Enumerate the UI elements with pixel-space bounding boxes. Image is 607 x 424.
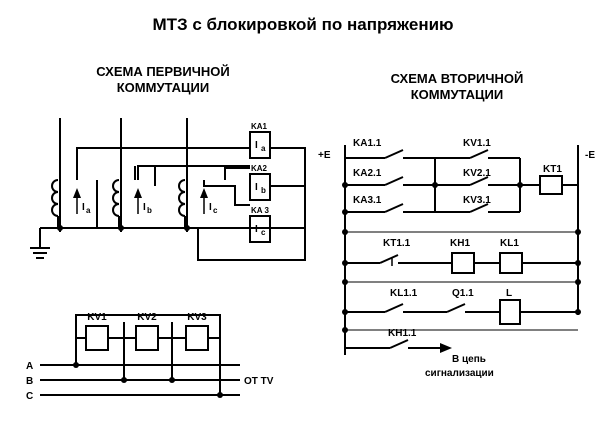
relay-ka2-sub: b	[261, 186, 266, 195]
coil-l-label: L	[506, 288, 512, 299]
phase-c-label: C	[26, 391, 33, 402]
relay-ka3-coil: I	[255, 224, 258, 235]
current-transformer-a	[51, 179, 59, 217]
contact-q1-label: Q1.1	[452, 288, 474, 299]
signal-label-line2: сигнализации	[425, 368, 494, 379]
relay-kv2-box	[135, 325, 159, 351]
contact-ka1-label: KA1.1	[353, 138, 382, 149]
coil-kt1-box	[539, 175, 563, 195]
phase-a-label: A	[26, 361, 33, 372]
relay-ka1-label: KA1	[251, 122, 268, 131]
contact-ka2-label: KA2.1	[353, 168, 382, 179]
ct-a-sub: a	[86, 206, 91, 215]
relay-ka3-label: KA 3	[251, 206, 269, 215]
relay-kv2-label: KV2	[137, 312, 157, 323]
coil-kl1-label: KL1	[500, 238, 519, 249]
secondary-heading-line2: КОММУТАЦИИ	[411, 87, 504, 102]
coil-kh1-box	[451, 252, 475, 274]
signal-label-line1: В цепь	[452, 354, 486, 365]
current-transformer-b	[112, 179, 120, 217]
contact-kv1-label: KV1.1	[463, 138, 491, 149]
coil-kl1-box	[499, 252, 523, 274]
page-title: МТЗ с блокировкой по напряжению	[152, 15, 453, 34]
relay-ka3-sub: c	[261, 228, 266, 237]
primary-conductors	[59, 118, 188, 232]
voltage-circuit	[75, 314, 221, 395]
ct-c-label: I	[209, 202, 212, 213]
relay-kv1-box	[85, 325, 109, 351]
contact-kv2-label: KV2.1	[463, 168, 491, 179]
phase-buses	[40, 364, 240, 396]
relay-ka1-coil: I	[255, 140, 258, 151]
relay-kv3-label: KV3	[187, 312, 207, 323]
contact-kl1-label: KL1.1	[390, 288, 418, 299]
relay-ka3-box	[249, 215, 271, 243]
contact-kv3-label: KV3.1	[463, 195, 491, 206]
relay-ka2-coil: I	[255, 182, 258, 193]
junction-dots	[57, 182, 581, 398]
coil-l-box	[499, 299, 521, 325]
primary-heading-line2: КОММУТАЦИИ	[117, 80, 210, 95]
contact-kh1-label: KH1.1	[388, 328, 417, 339]
relay-ka2-label: KA2	[251, 164, 268, 173]
plus-bus-label: +E	[318, 150, 331, 161]
ct-c-sub: c	[213, 206, 218, 215]
relay-ka1-box	[249, 131, 271, 159]
coil-kh1-label: KH1	[450, 238, 470, 249]
ct-a-label: I	[82, 202, 85, 213]
secondary-heading-line1: СХЕМА ВТОРИЧНОЙ	[391, 71, 524, 86]
row-kl1	[345, 281, 578, 313]
phase-b-label: B	[26, 376, 33, 387]
contact-ka3-label: KA3.1	[353, 195, 382, 206]
row-kh1	[345, 329, 578, 349]
current-contacts	[345, 149, 436, 213]
relay-ka2-box	[249, 173, 271, 201]
ct-arrows	[76, 196, 205, 214]
row-kt1	[345, 231, 578, 266]
relay-kv3-box	[185, 325, 209, 351]
voltage-contacts	[435, 149, 578, 213]
minus-bus-label: -E	[585, 150, 595, 161]
contact-kt1-label: KT1.1	[383, 238, 411, 249]
relay-kv1-label: KV1	[87, 312, 107, 323]
primary-heading-line1: СХЕМА ПЕРВИЧНОЙ	[96, 64, 229, 79]
relay-ka1-sub: a	[261, 144, 266, 153]
voltage-source-label: ОТ TV	[244, 376, 274, 387]
ct-secondary-wiring	[30, 147, 306, 261]
ct-b-sub: b	[147, 206, 152, 215]
ct-b-label: I	[143, 202, 146, 213]
coil-kt1-label: KT1	[543, 164, 562, 175]
current-transformer-c	[178, 179, 186, 217]
